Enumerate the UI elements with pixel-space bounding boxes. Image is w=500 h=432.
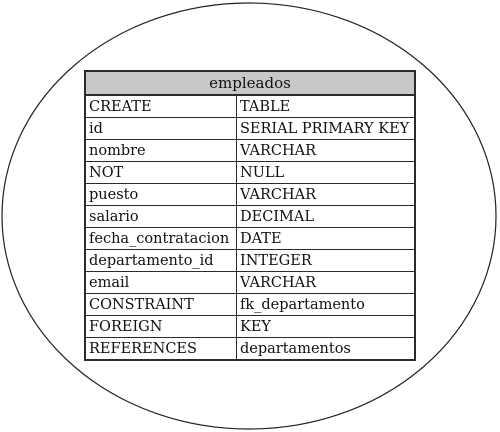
- attribute-type-cell: DECIMAL: [236, 205, 414, 228]
- attribute-type-cell: TABLE: [236, 96, 414, 118]
- attribute-type-cell: INTEGER: [236, 249, 414, 272]
- attribute-type-cell: VARCHAR: [236, 139, 414, 162]
- attribute-name-cell: fecha_contratacion: [86, 227, 237, 250]
- attribute-name-cell: NOT: [86, 161, 237, 184]
- attribute-name-cell: puesto: [86, 183, 237, 206]
- attribute-type-cell: fk_departamento: [236, 293, 414, 316]
- attribute-name-cell: id: [86, 117, 237, 140]
- entity-title: empleados: [86, 72, 414, 96]
- attribute-type-cell: departamentos: [236, 337, 414, 359]
- attribute-type-cell: DATE: [236, 227, 414, 250]
- attribute-name-cell: CREATE: [86, 96, 237, 118]
- attribute-type-cell: VARCHAR: [236, 183, 414, 206]
- attribute-type-cell: VARCHAR: [236, 271, 414, 294]
- attribute-name-cell: departamento_id: [86, 249, 237, 272]
- attribute-name-cell: REFERENCES: [86, 337, 237, 359]
- attribute-name-cell: email: [86, 271, 237, 294]
- attribute-type-cell: SERIAL PRIMARY KEY: [236, 117, 414, 140]
- attribute-name-cell: salario: [86, 205, 237, 228]
- attribute-name-cell: FOREIGN: [86, 315, 237, 338]
- attribute-name-cell: nombre: [86, 139, 237, 162]
- attribute-type-cell: KEY: [236, 315, 414, 338]
- attribute-type-cell: NULL: [236, 161, 414, 184]
- attribute-name-cell: CONSTRAINT: [86, 293, 237, 316]
